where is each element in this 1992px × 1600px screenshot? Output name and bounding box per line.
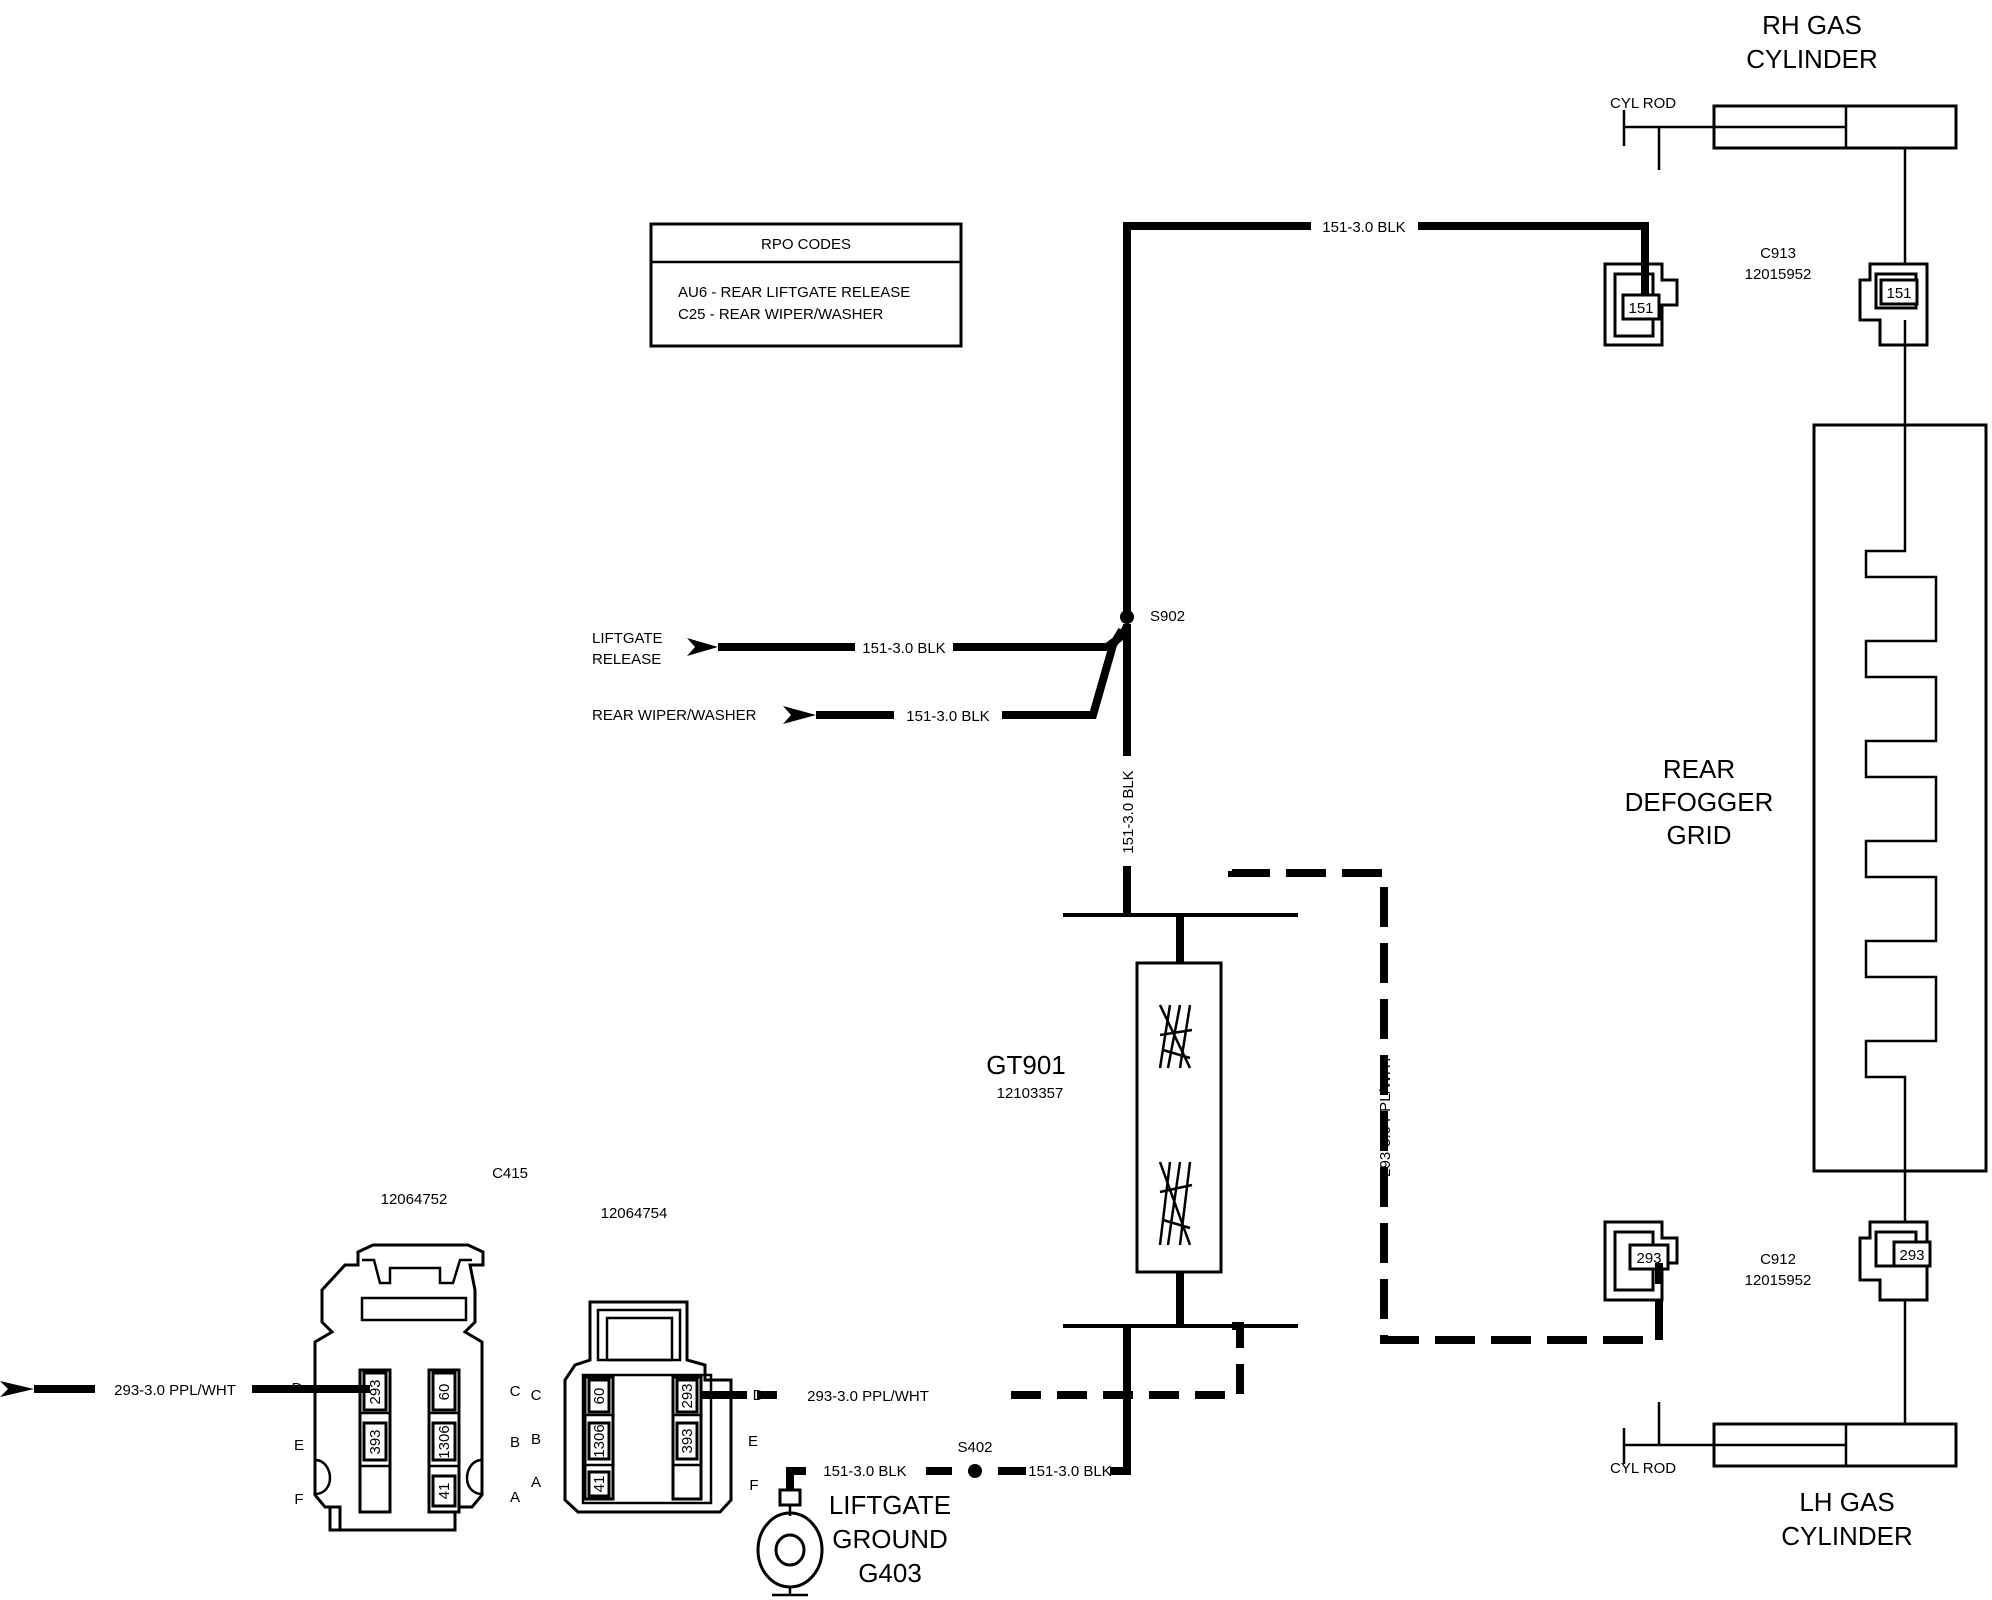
c913-part-number: 12015952 bbox=[1745, 266, 1812, 283]
defogger-label-1: REAR bbox=[1663, 754, 1735, 784]
ground-circuit: 151-3.0 BLK S402 151-3.0 BLK LIFTGATE GR… bbox=[756, 1326, 1131, 1597]
c912-label: C912 bbox=[1760, 1251, 1796, 1268]
rh-cyl-rod-label: CYL ROD bbox=[1610, 95, 1676, 112]
lh-cylinder-label-2: CYLINDER bbox=[1781, 1521, 1912, 1551]
c415-right-cavity-60: 60 bbox=[591, 1388, 608, 1405]
wiper-arrow-icon bbox=[783, 706, 816, 724]
rpo-code-c25: C25 - REAR WIPER/WASHER bbox=[678, 306, 883, 323]
wire-label-top: 151-3.0 BLK bbox=[1322, 219, 1405, 236]
c415-left-cavity-41: 41 bbox=[436, 1483, 453, 1500]
c415-right-cavity-1306: 1306 bbox=[591, 1424, 608, 1457]
c415-left-row-a: A bbox=[510, 1489, 520, 1506]
wire-label-ppl-mid: 293-3.0 PPL/WHT bbox=[807, 1388, 929, 1405]
rear-wiper-washer-input: REAR WIPER/WASHER 151-3.0 BLK bbox=[592, 627, 1126, 725]
liftgate-release-label-1: LIFTGATE bbox=[592, 630, 663, 647]
c912-cavity-harness: 293 bbox=[1636, 1250, 1661, 1267]
wire-label-gnd-left: 151-3.0 BLK bbox=[823, 1463, 906, 1480]
defogger-element bbox=[1864, 425, 1938, 1171]
c415-right-row-e: E bbox=[748, 1433, 758, 1450]
splice-s402-label: S402 bbox=[957, 1439, 992, 1456]
c415-right-row-a: A bbox=[531, 1474, 541, 1491]
c913-label: C913 bbox=[1760, 245, 1796, 262]
c415-right-cavity-293: 293 bbox=[679, 1383, 696, 1408]
c415-right-cavity-41: 41 bbox=[591, 1476, 608, 1493]
lh-cyl-rod-label: CYL ROD bbox=[1610, 1460, 1676, 1477]
ground-label-1: LIFTGATE bbox=[829, 1490, 951, 1520]
c415-right-connector: 60 1306 41 293 393 C B A D E F bbox=[531, 1300, 764, 1514]
c415-right-part-number: 12064754 bbox=[601, 1205, 668, 1222]
left-input-arrow-icon bbox=[0, 1381, 34, 1397]
gt901-braid-top bbox=[1158, 1004, 1193, 1069]
rpo-codes-box: RPO CODES AU6 - REAR LIFTGATE RELEASE C2… bbox=[649, 222, 963, 348]
wiper-washer-label: REAR WIPER/WASHER bbox=[592, 707, 757, 724]
lh-cylinder-label-1: LH GAS bbox=[1799, 1487, 1894, 1517]
wire-label-gnd-right: 151-3.0 BLK bbox=[1028, 1463, 1111, 1480]
c415-left-row-f: F bbox=[294, 1491, 303, 1508]
c415-left-cavity-60: 60 bbox=[436, 1384, 453, 1401]
c912-connector-component: 293 bbox=[1858, 1220, 1932, 1302]
c415-left-row-e: E bbox=[294, 1437, 304, 1454]
c415-left-row-b: B bbox=[510, 1434, 520, 1451]
c415-right-cavity-393: 393 bbox=[679, 1428, 696, 1453]
gt901-part-number: 12103357 bbox=[997, 1085, 1064, 1102]
defogger-frame bbox=[1812, 423, 1988, 1173]
rpo-box-frame bbox=[649, 222, 963, 348]
c415-right-row-c: C bbox=[531, 1387, 542, 1404]
lh-gas-cylinder: CYL ROD LH GAS CYLINDER bbox=[1610, 1402, 1958, 1551]
liftgate-release-input: LIFTGATE RELEASE 151-3.0 BLK bbox=[592, 624, 1131, 668]
c415-left-connector: 293 393 60 1306 41 D E F C B A bbox=[280, 1243, 521, 1532]
wire-label-ppl-left: 293-3.0 PPL/WHT bbox=[114, 1382, 236, 1399]
c913-cavity-component: 151 bbox=[1886, 285, 1911, 302]
c415-left-cavity-1306: 1306 bbox=[436, 1425, 453, 1458]
wire-293-ppl-wht: 293-3.0 PPL/WHT 293-3.0 PPL/WHT bbox=[731, 869, 1663, 1405]
c912-connector-harness: 293 bbox=[1603, 1220, 1679, 1302]
c415-left-cavity-393: 393 bbox=[367, 1429, 384, 1454]
rpo-title: RPO CODES bbox=[761, 236, 851, 253]
wire-label-liftgate: 151-3.0 BLK bbox=[862, 640, 945, 657]
c415-right-row-d: D bbox=[753, 1387, 764, 1404]
rh-cylinder-label-1: RH GAS bbox=[1762, 10, 1862, 40]
ground-label-2: GROUND bbox=[832, 1524, 948, 1554]
splice-s902-label: S902 bbox=[1150, 608, 1185, 625]
gt901-braid-bottom bbox=[1158, 1161, 1193, 1246]
c415-right-row-f: F bbox=[749, 1477, 758, 1494]
rpo-code-au6: AU6 - REAR LIFTGATE RELEASE bbox=[678, 284, 910, 301]
liftgate-arrow-icon bbox=[687, 638, 718, 656]
splice-s402 bbox=[968, 1464, 982, 1478]
c415-right-row-b: B bbox=[531, 1431, 541, 1448]
c912-cavity-component: 293 bbox=[1899, 1247, 1924, 1264]
c415-left-part-number: 12064752 bbox=[381, 1191, 448, 1208]
splice-s902 bbox=[1120, 610, 1134, 624]
ground-label-3: G403 bbox=[858, 1558, 922, 1588]
rear-defogger-grid: REAR DEFOGGER GRID bbox=[1625, 423, 1988, 1173]
rh-cylinder-label-2: CYLINDER bbox=[1746, 44, 1877, 74]
left-input-293: 293-3.0 PPL/WHT bbox=[0, 1381, 280, 1399]
wire-151-blk-top: 151-3.0 BLK bbox=[1123, 219, 1649, 615]
gt901-grommet: GT901 12103357 bbox=[986, 913, 1298, 1328]
c415-left-row-d: D bbox=[292, 1380, 303, 1397]
rh-gas-cylinder: RH GAS CYLINDER CYL ROD bbox=[1610, 10, 1958, 276]
wire-label-ppl-right: 293-3.0 PPL/WHT bbox=[1377, 1055, 1394, 1177]
c913-connector-component: 151 bbox=[1858, 262, 1929, 347]
wire-label-wiper: 151-3.0 BLK bbox=[906, 708, 989, 725]
c912-part-number: 12015952 bbox=[1745, 1272, 1812, 1289]
gt901-label: GT901 bbox=[986, 1050, 1066, 1080]
wire-label-vertical: 151-3.0 BLK bbox=[1120, 770, 1137, 853]
c913-cavity-harness: 151 bbox=[1628, 300, 1653, 317]
c913-connector-harness: 151 bbox=[1603, 262, 1679, 347]
c415-left-cavity-293: 293 bbox=[367, 1379, 384, 1404]
c415-label: C415 bbox=[492, 1165, 528, 1182]
liftgate-release-label-2: RELEASE bbox=[592, 651, 661, 668]
c415-left-row-c: C bbox=[510, 1383, 521, 1400]
defogger-label-3: GRID bbox=[1667, 820, 1732, 850]
defogger-label-2: DEFOGGER bbox=[1625, 787, 1774, 817]
